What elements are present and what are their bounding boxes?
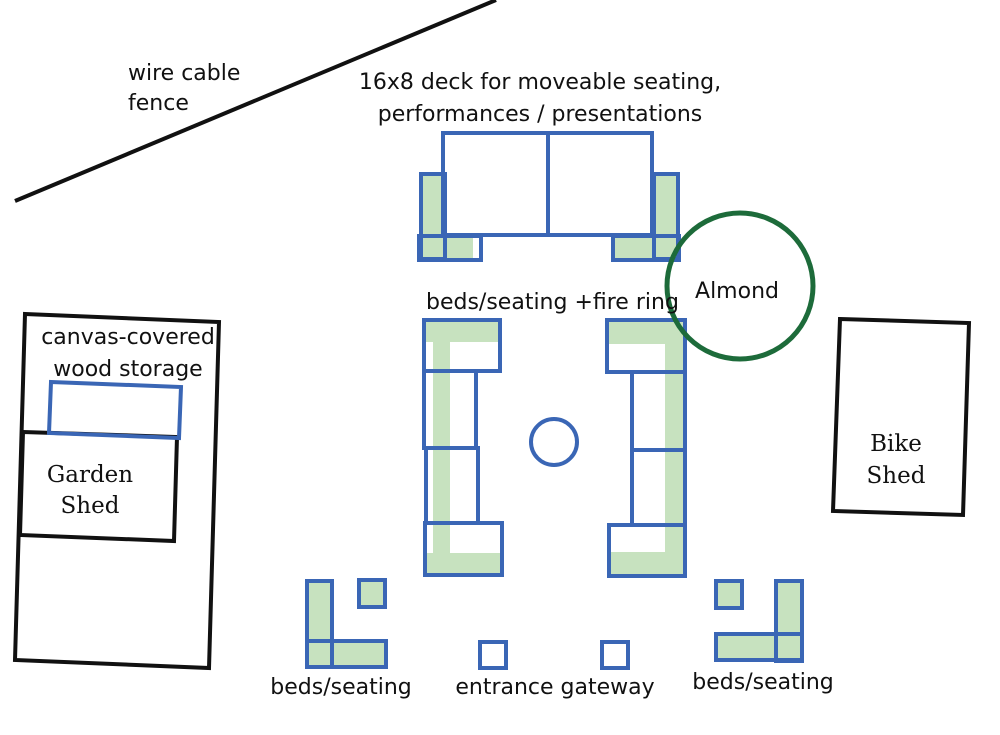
almond-label: Almond bbox=[695, 279, 779, 304]
entrance-post-right bbox=[600, 640, 630, 670]
beds-left-label: beds/seating bbox=[270, 675, 411, 700]
wire-cable-fence bbox=[14, 0, 497, 203]
beds bbox=[46, 131, 804, 670]
center-left-bed-4 bbox=[423, 521, 504, 577]
deck-right-half bbox=[546, 131, 654, 237]
wood-storage bbox=[46, 379, 184, 441]
planting-bottom-right-foot bbox=[717, 634, 801, 660]
bottom-right-square-bed bbox=[714, 579, 744, 610]
outer-shed-outline bbox=[12, 311, 222, 671]
planting-bottom-left-foot bbox=[308, 642, 386, 666]
bottom-left-square-bed bbox=[357, 578, 387, 609]
planting-center-left-bottom bbox=[425, 553, 500, 573]
deck-left-half bbox=[441, 131, 550, 237]
entrance-label: entrance gateway bbox=[455, 675, 654, 700]
deck-label-line1: 16x8 deck for moveable seating, bbox=[359, 70, 721, 95]
fence-label-line1: wire cable bbox=[128, 61, 240, 86]
almond-tree bbox=[664, 210, 816, 362]
planting-bottom-left-square bbox=[360, 580, 384, 606]
planting-deck-right-foot bbox=[615, 237, 677, 259]
bottom-right-bed-horizontal bbox=[714, 632, 804, 662]
garden-shed-label-line1: Garden bbox=[47, 462, 133, 488]
deck-side-bed-left-foot bbox=[417, 234, 483, 262]
center-right-bed-4 bbox=[607, 523, 687, 578]
bike-shed bbox=[830, 316, 972, 518]
entrance-post-left bbox=[478, 640, 508, 670]
storage-label-line1: canvas-covered bbox=[41, 325, 215, 350]
planting-areas bbox=[308, 176, 801, 666]
beds-right-label: beds/seating bbox=[692, 670, 833, 695]
center-label: beds/seating +fire ring bbox=[426, 290, 679, 315]
planting-bottom-right-square bbox=[716, 581, 741, 608]
deck-label-line2: performances / presentations bbox=[378, 102, 702, 127]
bike-shed-label-line2: Shed bbox=[867, 463, 926, 489]
planting-center-right-bottom bbox=[609, 552, 684, 574]
garden-shed-label-line2: Shed bbox=[61, 493, 120, 519]
bike-shed-label-line1: Bike bbox=[870, 431, 922, 457]
storage-label-line2: wood storage bbox=[53, 357, 202, 382]
bottom-left-bed-horizontal bbox=[305, 639, 388, 669]
planting-center-left-top bbox=[425, 322, 498, 342]
fire-ring bbox=[529, 417, 579, 467]
planting-deck-left-foot bbox=[423, 237, 473, 259]
fence-label-line2: fence bbox=[128, 91, 189, 116]
planting-center-right-top bbox=[608, 322, 683, 344]
